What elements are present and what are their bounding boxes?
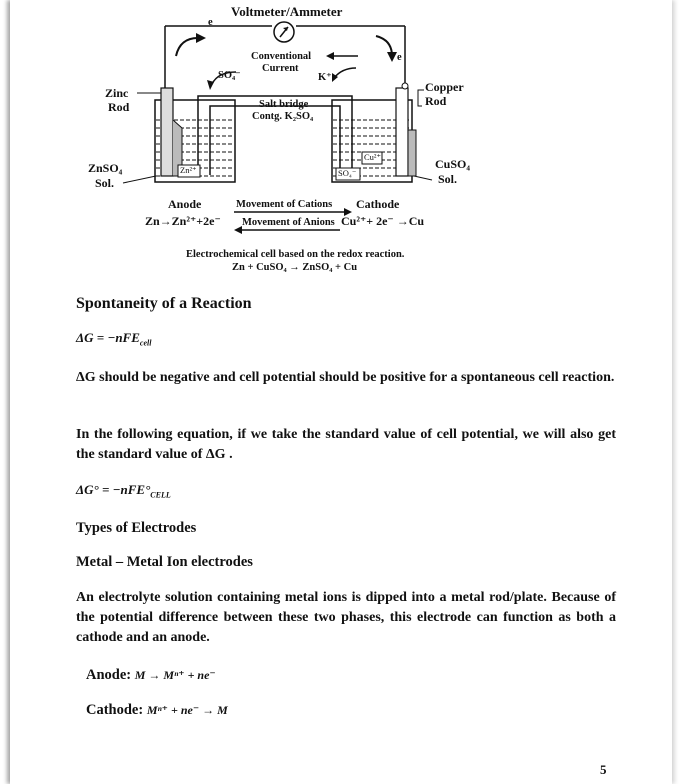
paragraph-standard-value: In the following equation, if we take th… (76, 427, 616, 462)
znso4-label-2: Sol. (95, 176, 115, 190)
so4-ion-box (335, 167, 361, 181)
salt-bridge-label-2: Contg. K₂SO₄ (252, 111, 314, 122)
zn-ion-label: Zn²⁺ (180, 165, 197, 175)
cathode-label: Cathode (356, 197, 400, 211)
metal-ion-electrodes-heading: Metal – Metal Ion electrodes (76, 554, 253, 570)
k-ion-label: K⁺ (318, 72, 332, 83)
electrochemical-cell-diagram: Voltmeter/Ammeter e e Conventional Curre… (0, 0, 684, 290)
formula-standard-delta-g: ΔG° = −nFE°CELL (76, 482, 171, 500)
zinc-rod-label-1: Zinc (105, 86, 129, 100)
movement-anions-label: Movement of Anions (242, 217, 335, 228)
types-of-electrodes-heading: Types of Electrodes (76, 520, 197, 536)
cuso4-label-2: Sol. (438, 172, 458, 186)
copper-rod (395, 87, 409, 177)
movement-cations-label: Movement of Cations (236, 199, 333, 210)
cathode-reaction: Cu²⁺+ 2e⁻ →Cu (341, 214, 425, 228)
copper-rod-label-2: Rod (425, 94, 447, 108)
zinc-rod (160, 87, 174, 177)
anode-reaction: Zn→Zn²⁺+2e⁻ (145, 214, 221, 228)
left-beaker (154, 99, 236, 183)
so4-arrow-label: SO₄⁻ (218, 70, 241, 81)
cu-ion-box (361, 151, 383, 165)
document-page (10, 0, 672, 784)
paragraph-spontaneous: ΔG should be negative and cell potential… (76, 370, 615, 385)
cathode-equation: Cathode: Mⁿ⁺ + ne⁻ → M (86, 702, 228, 718)
conventional-current-label-2: Current (262, 63, 299, 74)
electron-label-right: e (397, 52, 402, 63)
zinc-rod-label-2: Rod (108, 100, 130, 114)
cu-ion-label: Cu²⁺ (364, 152, 381, 162)
electron-flow-arrow-left (175, 37, 199, 57)
diagram-caption-2: Zn + CuSO₄ → ZnSO₄ + Cu (232, 262, 358, 273)
anode-label: Anode (168, 197, 202, 211)
diagram-caption-1: Electrochemical cell based on the redox … (186, 249, 405, 260)
conventional-current-label-1: Conventional (251, 51, 312, 62)
zn-ion-box (177, 164, 201, 178)
so4-ion-label: SO₄⁻ (338, 168, 357, 178)
cell-svg (122, 21, 433, 234)
spontaneity-heading: Spontaneity of a Reaction (76, 295, 252, 312)
anode-equation: Anode: M → Mⁿ⁺ + ne⁻ (86, 667, 216, 683)
meter-label: Voltmeter/Ammeter (231, 4, 343, 19)
formula-delta-g: ΔG = −nFEcell (76, 330, 152, 348)
page-number: 5 (600, 762, 607, 777)
paragraph-electrolyte: An electrolyte solution containing metal… (76, 590, 616, 645)
cuso4-label-1: CuSO₄ (435, 157, 470, 171)
copper-rod-label-1: Copper (425, 80, 464, 94)
electron-label-top: e (208, 17, 213, 28)
salt-bridge-label-1: Salt bridge (259, 99, 309, 110)
znso4-label-1: ZnSO₄ (88, 161, 123, 175)
